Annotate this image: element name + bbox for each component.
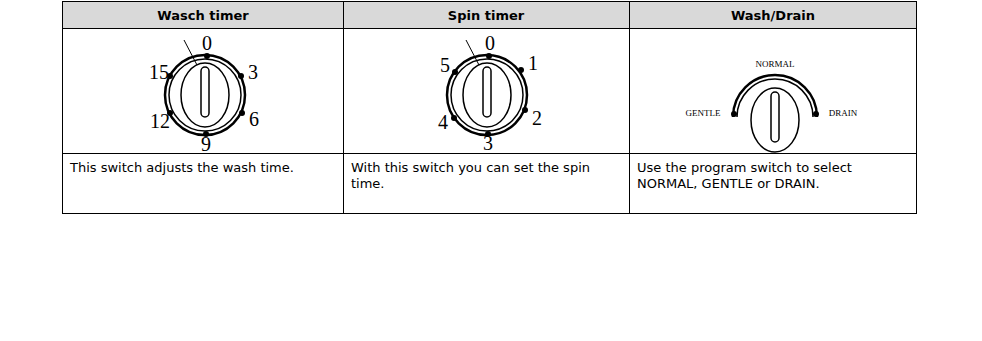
description-cell: Use the program switch to select NORMAL,… bbox=[637, 160, 899, 192]
dial-setting: GENTLE bbox=[686, 109, 721, 118]
dial-number: 6 bbox=[249, 109, 259, 129]
dial-number: 15 bbox=[149, 62, 169, 82]
dial-number: 0 bbox=[485, 33, 495, 53]
column-header: Wasch timer bbox=[157, 8, 248, 23]
dial-number: 1 bbox=[528, 53, 538, 73]
description-cell: This switch adjusts the wash time. bbox=[70, 160, 332, 176]
description-cell: With this switch you can set the spin ti… bbox=[351, 160, 613, 192]
dial-number: 12 bbox=[150, 111, 170, 131]
dial-setting: NORMAL bbox=[755, 60, 794, 69]
dial-number: 9 bbox=[201, 134, 211, 154]
dial-number: 3 bbox=[483, 133, 493, 153]
spin-timer-dial bbox=[447, 40, 528, 137]
dial-number: 4 bbox=[438, 112, 448, 132]
column-header: Wash/Drain bbox=[731, 8, 815, 23]
header-band bbox=[62, 1, 917, 28]
column-header: Spin timer bbox=[448, 8, 524, 23]
dial-number: 3 bbox=[248, 62, 258, 82]
table-grid bbox=[62, 1, 917, 214]
dial-number: 5 bbox=[440, 55, 450, 75]
dial-number: 2 bbox=[532, 108, 542, 128]
wash-timer-dial bbox=[165, 40, 245, 137]
dial-number: 0 bbox=[202, 33, 212, 53]
dial-setting: DRAIN bbox=[829, 109, 858, 118]
program-dial bbox=[731, 75, 819, 152]
